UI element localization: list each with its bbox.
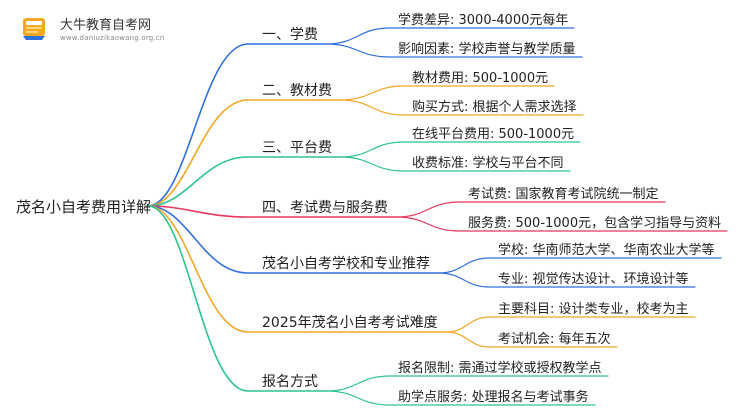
branch-platform-fee: 三、平台费 (262, 140, 332, 156)
logo-domain: www.daniuzikaowang.org.cn (60, 34, 165, 42)
mindmap-root: 茂名小自考费用详解 (16, 197, 152, 216)
leaf-majors: 专业: 视觉传达设计、环境设计等 (498, 271, 689, 287)
leaf-platform-standard: 收费标准: 学校与平台不同 (412, 155, 564, 171)
leaf-tuition-factors: 影响因素: 学校声誉与教学质量 (398, 41, 576, 57)
branch-to-leaf-link-5-0 (445, 316, 696, 333)
leaf-service-point: 助学点服务: 处理报名与考试事务 (398, 389, 589, 405)
leaf-main-subjects: 主要科目: 设计类专业，校考为主 (498, 301, 689, 317)
branch-registration: 报名方式 (262, 374, 318, 390)
root-to-branch-link-1 (147, 99, 341, 207)
branch-to-leaf-link-3-0 (395, 201, 666, 218)
leaf-textbook-cost: 教材费用: 500-1000元 (412, 70, 549, 86)
branch-to-leaf-link-0-1 (325, 43, 583, 58)
root-to-branch-link-3 (147, 205, 397, 218)
branch-to-leaf-link-2-1 (339, 156, 571, 172)
leaf-exam-fee: 考试费: 国家教育考试院统一制定 (468, 186, 659, 202)
leaf-textbook-purchase: 购买方式: 根据个人需求选择 (412, 99, 577, 115)
branch-to-leaf-link-0-0 (325, 27, 575, 45)
branch-exam-difficulty: 2025年茂名小自考考试难度 (262, 315, 438, 331)
logo-name: 大牛教育自考网 (60, 18, 152, 33)
leaf-service-fee: 服务费: 500-1000元，包含学习指导与资料 (468, 215, 722, 231)
root-to-branch-link-0 (147, 43, 327, 207)
leaf-exam-opportunities: 考试机会: 每年五次 (498, 331, 611, 347)
branch-textbook-fee: 二、教材费 (262, 83, 332, 99)
root-to-branch-link-2 (147, 156, 341, 207)
branch-to-leaf-link-4-1 (437, 272, 696, 288)
root-to-branch-link-5 (147, 205, 447, 333)
leaf-registration-limit: 报名限制: 需通过学校或授权教学点 (398, 360, 602, 376)
branch-to-leaf-link-6-1 (325, 390, 596, 406)
branch-to-leaf-link-2-0 (339, 141, 581, 158)
branch-to-leaf-link-6-0 (325, 375, 609, 392)
branch-to-leaf-link-5-1 (445, 331, 618, 348)
branch-to-leaf-link-3-1 (395, 216, 728, 232)
branch-to-leaf-link-4-0 (437, 257, 722, 274)
branch-to-leaf-link-1-1 (339, 99, 584, 116)
root-to-branch-link-4 (147, 205, 439, 274)
root-to-branch-link-6 (147, 205, 327, 392)
branch-schools-majors: 茂名小自考学校和专业推荐 (262, 256, 430, 272)
branch-to-leaf-link-1-0 (339, 85, 555, 101)
leaf-schools: 学校: 华南师范大学、华南农业大学等 (498, 242, 715, 258)
leaf-platform-cost: 在线平台费用: 500-1000元 (412, 126, 575, 142)
branch-tuition: 一、学费 (262, 27, 318, 43)
site-logo[interactable]: 大牛教育自考网 www.daniuzikaowang.org.cn (14, 8, 214, 48)
book-logo-icon (23, 18, 45, 40)
leaf-tuition-range: 学费差异: 3000-4000元每年 (398, 12, 569, 28)
branch-exam-service-fee: 四、考试费与服务费 (262, 200, 388, 216)
